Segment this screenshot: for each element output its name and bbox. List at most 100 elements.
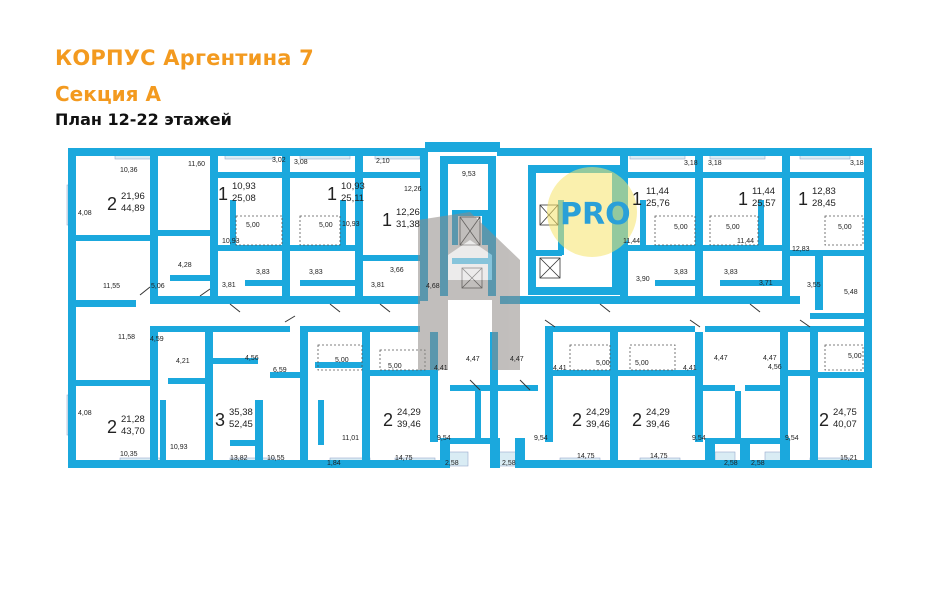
apartment-total-area: 25,08 — [232, 193, 256, 204]
room-area: 12,26 — [404, 186, 422, 193]
room-area: 4,56 — [245, 355, 259, 362]
apartment-living-area: 21,28 — [121, 414, 145, 425]
pro-logo-text: PRO — [560, 197, 631, 232]
room-area: 14,75 — [577, 453, 595, 460]
apartment-total-area: 43,70 — [121, 426, 145, 437]
apartment-living-area: 21,96 — [121, 191, 145, 202]
room-area: 9,54 — [692, 435, 706, 442]
room-area: 13,82 — [230, 455, 248, 462]
room-area: 1,84 — [327, 460, 341, 467]
door-swings — [139, 286, 811, 391]
apartment-total-area: 25,11 — [341, 193, 364, 204]
room-area: 3,18 — [850, 160, 864, 167]
room-area: 4,56 — [768, 364, 782, 371]
section-title: Секция А — [55, 82, 161, 106]
apartment-rooms: 2 — [632, 410, 642, 430]
apartment-total-area: 52,45 — [229, 419, 253, 430]
apartment-living-area: 24,75 — [833, 407, 857, 418]
room-area: 3,90 — [636, 276, 650, 283]
apartment-total-area: 39,46 — [397, 419, 421, 430]
room-area: 4,47 — [466, 356, 480, 363]
room-area: 2,58 — [751, 460, 765, 467]
room-area: 14,75 — [395, 455, 413, 462]
room-area: 10,93 — [170, 444, 188, 451]
room-area: 11,44 — [737, 238, 754, 245]
pro-logo: PRO — [547, 167, 637, 257]
room-area: 5,00 — [838, 224, 852, 231]
apartment-rooms: 2 — [107, 417, 117, 437]
apartment-living-area: 12,83 — [812, 186, 836, 197]
apartment-living-area: 24,29 — [397, 407, 421, 418]
room-area: 5,00 — [726, 224, 740, 231]
room-area: 10,93 — [342, 221, 360, 228]
apartment-living-area: 10,93 — [232, 181, 256, 192]
room-area: 3,83 — [256, 269, 270, 276]
room-area: 9,54 — [437, 435, 451, 442]
room-area: 5,00 — [388, 363, 402, 370]
room-area: 4,21 — [176, 358, 190, 365]
room-area: 4,28 — [178, 262, 192, 269]
apartment-total-area: 39,46 — [646, 419, 670, 430]
room-area: 2,58 — [445, 460, 459, 467]
room-area: 11,44 — [623, 238, 640, 245]
room-area: 3,08 — [294, 159, 308, 166]
kitchen-zones — [235, 215, 864, 371]
apartment-rooms: 1 — [632, 189, 642, 209]
apartment-living-area: 11,44 — [646, 186, 669, 197]
apartment-living-area: 11,44 — [752, 186, 775, 197]
walls — [68, 142, 872, 468]
room-area: 10,35 — [120, 451, 138, 458]
room-area: 3,02 — [272, 157, 286, 164]
window-strips — [66, 151, 851, 467]
apartment-total-area: 25,76 — [646, 198, 670, 209]
apartment-living-area: 12,26 — [396, 207, 420, 218]
apartment-living-area: 24,29 — [586, 407, 610, 418]
apartment-living-area: 35,38 — [229, 407, 253, 418]
room-area: 4,47 — [714, 355, 728, 362]
room-area: 10,36 — [120, 167, 138, 174]
room-area: 3,66 — [390, 267, 404, 274]
room-area: 4,41 — [683, 365, 697, 372]
room-area: 3,83 — [674, 269, 688, 276]
room-area: 9,54 — [534, 435, 548, 442]
building-title: КОРПУС Аргентина 7 — [55, 46, 314, 70]
apartment-rooms: 2 — [572, 410, 582, 430]
apartment-rooms: 2 — [107, 194, 117, 214]
room-area: 3,71 — [759, 280, 773, 287]
apartment-total-area: 40,07 — [833, 419, 857, 430]
room-area: 5,48 — [844, 289, 858, 296]
room-area: 3,81 — [222, 282, 236, 289]
apartment-total-area: 28,45 — [812, 198, 836, 209]
apartment-rooms: 3 — [215, 410, 225, 430]
room-area: 10,93 — [222, 238, 240, 245]
watermark-letter — [418, 212, 520, 370]
room-area: 4,47 — [763, 355, 777, 362]
room-area: 3,83 — [724, 269, 738, 276]
apartment-living-area: 10,93 — [341, 181, 365, 192]
room-area: 10,55 — [267, 455, 285, 462]
room-area: 14,75 — [650, 453, 668, 460]
room-area: 11,58 — [118, 334, 135, 341]
room-area: 4,47 — [510, 356, 524, 363]
room-area: 3,55 — [807, 282, 821, 289]
room-area: 5,00 — [674, 224, 688, 231]
room-area: 5,00 — [848, 353, 862, 360]
apartment-rooms: 2 — [819, 410, 829, 430]
room-area: 5,00 — [596, 360, 610, 367]
room-area: 2,58 — [724, 460, 738, 467]
room-area: 6,59 — [273, 367, 287, 374]
